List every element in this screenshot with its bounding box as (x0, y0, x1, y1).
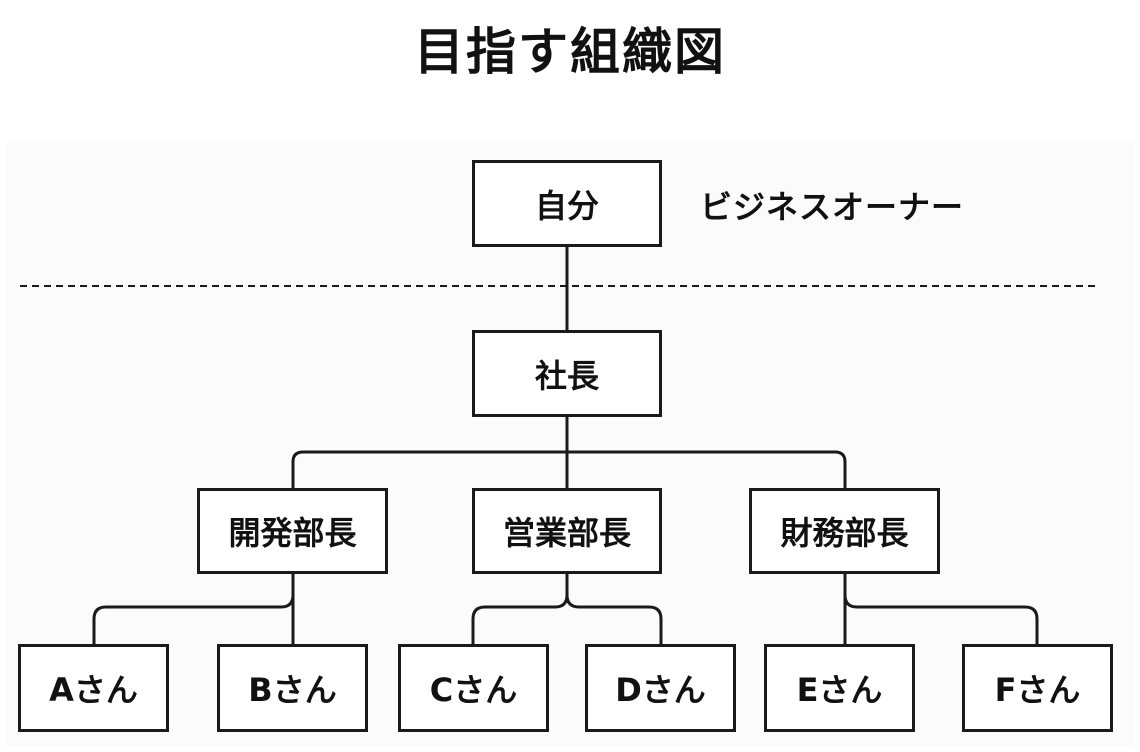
member-box-f: Fさん (962, 644, 1113, 732)
president-label: 社長 (534, 356, 599, 395)
owner-box: 自分 (472, 160, 662, 247)
member-label: Eさん (796, 671, 883, 709)
member-box-e: Eさん (764, 644, 915, 732)
member-box-b: Bさん (217, 644, 368, 732)
member-label: Fさん (994, 671, 1081, 709)
dept-label: 開発部長 (228, 514, 357, 552)
member-label: Dさん (615, 671, 706, 709)
member-box-a: Aさん (18, 644, 169, 732)
president-box: 社長 (472, 330, 662, 417)
dev-members-connector (92, 573, 295, 645)
member-label: Cさん (429, 671, 518, 709)
dept-box-development: 開発部長 (197, 488, 388, 574)
member-label: Aさん (49, 671, 138, 709)
sales-members-connector (471, 573, 663, 645)
member-box-c: Cさん (398, 644, 549, 732)
dept-label: 営業部長 (502, 514, 631, 552)
dept-label: 財務部長 (780, 514, 909, 552)
president-departments-connector (291, 416, 847, 490)
business-owner-label: ビジネスオーナー (700, 188, 965, 226)
member-box-d: Dさん (585, 644, 736, 732)
dept-box-finance: 財務部長 (749, 488, 940, 574)
dept-box-sales: 営業部長 (472, 488, 662, 574)
owner-label-text: 自分 (534, 186, 599, 225)
finance-members-connector (843, 573, 1039, 645)
page-title: 目指す組織図 (414, 23, 726, 81)
member-label: Bさん (248, 671, 337, 709)
